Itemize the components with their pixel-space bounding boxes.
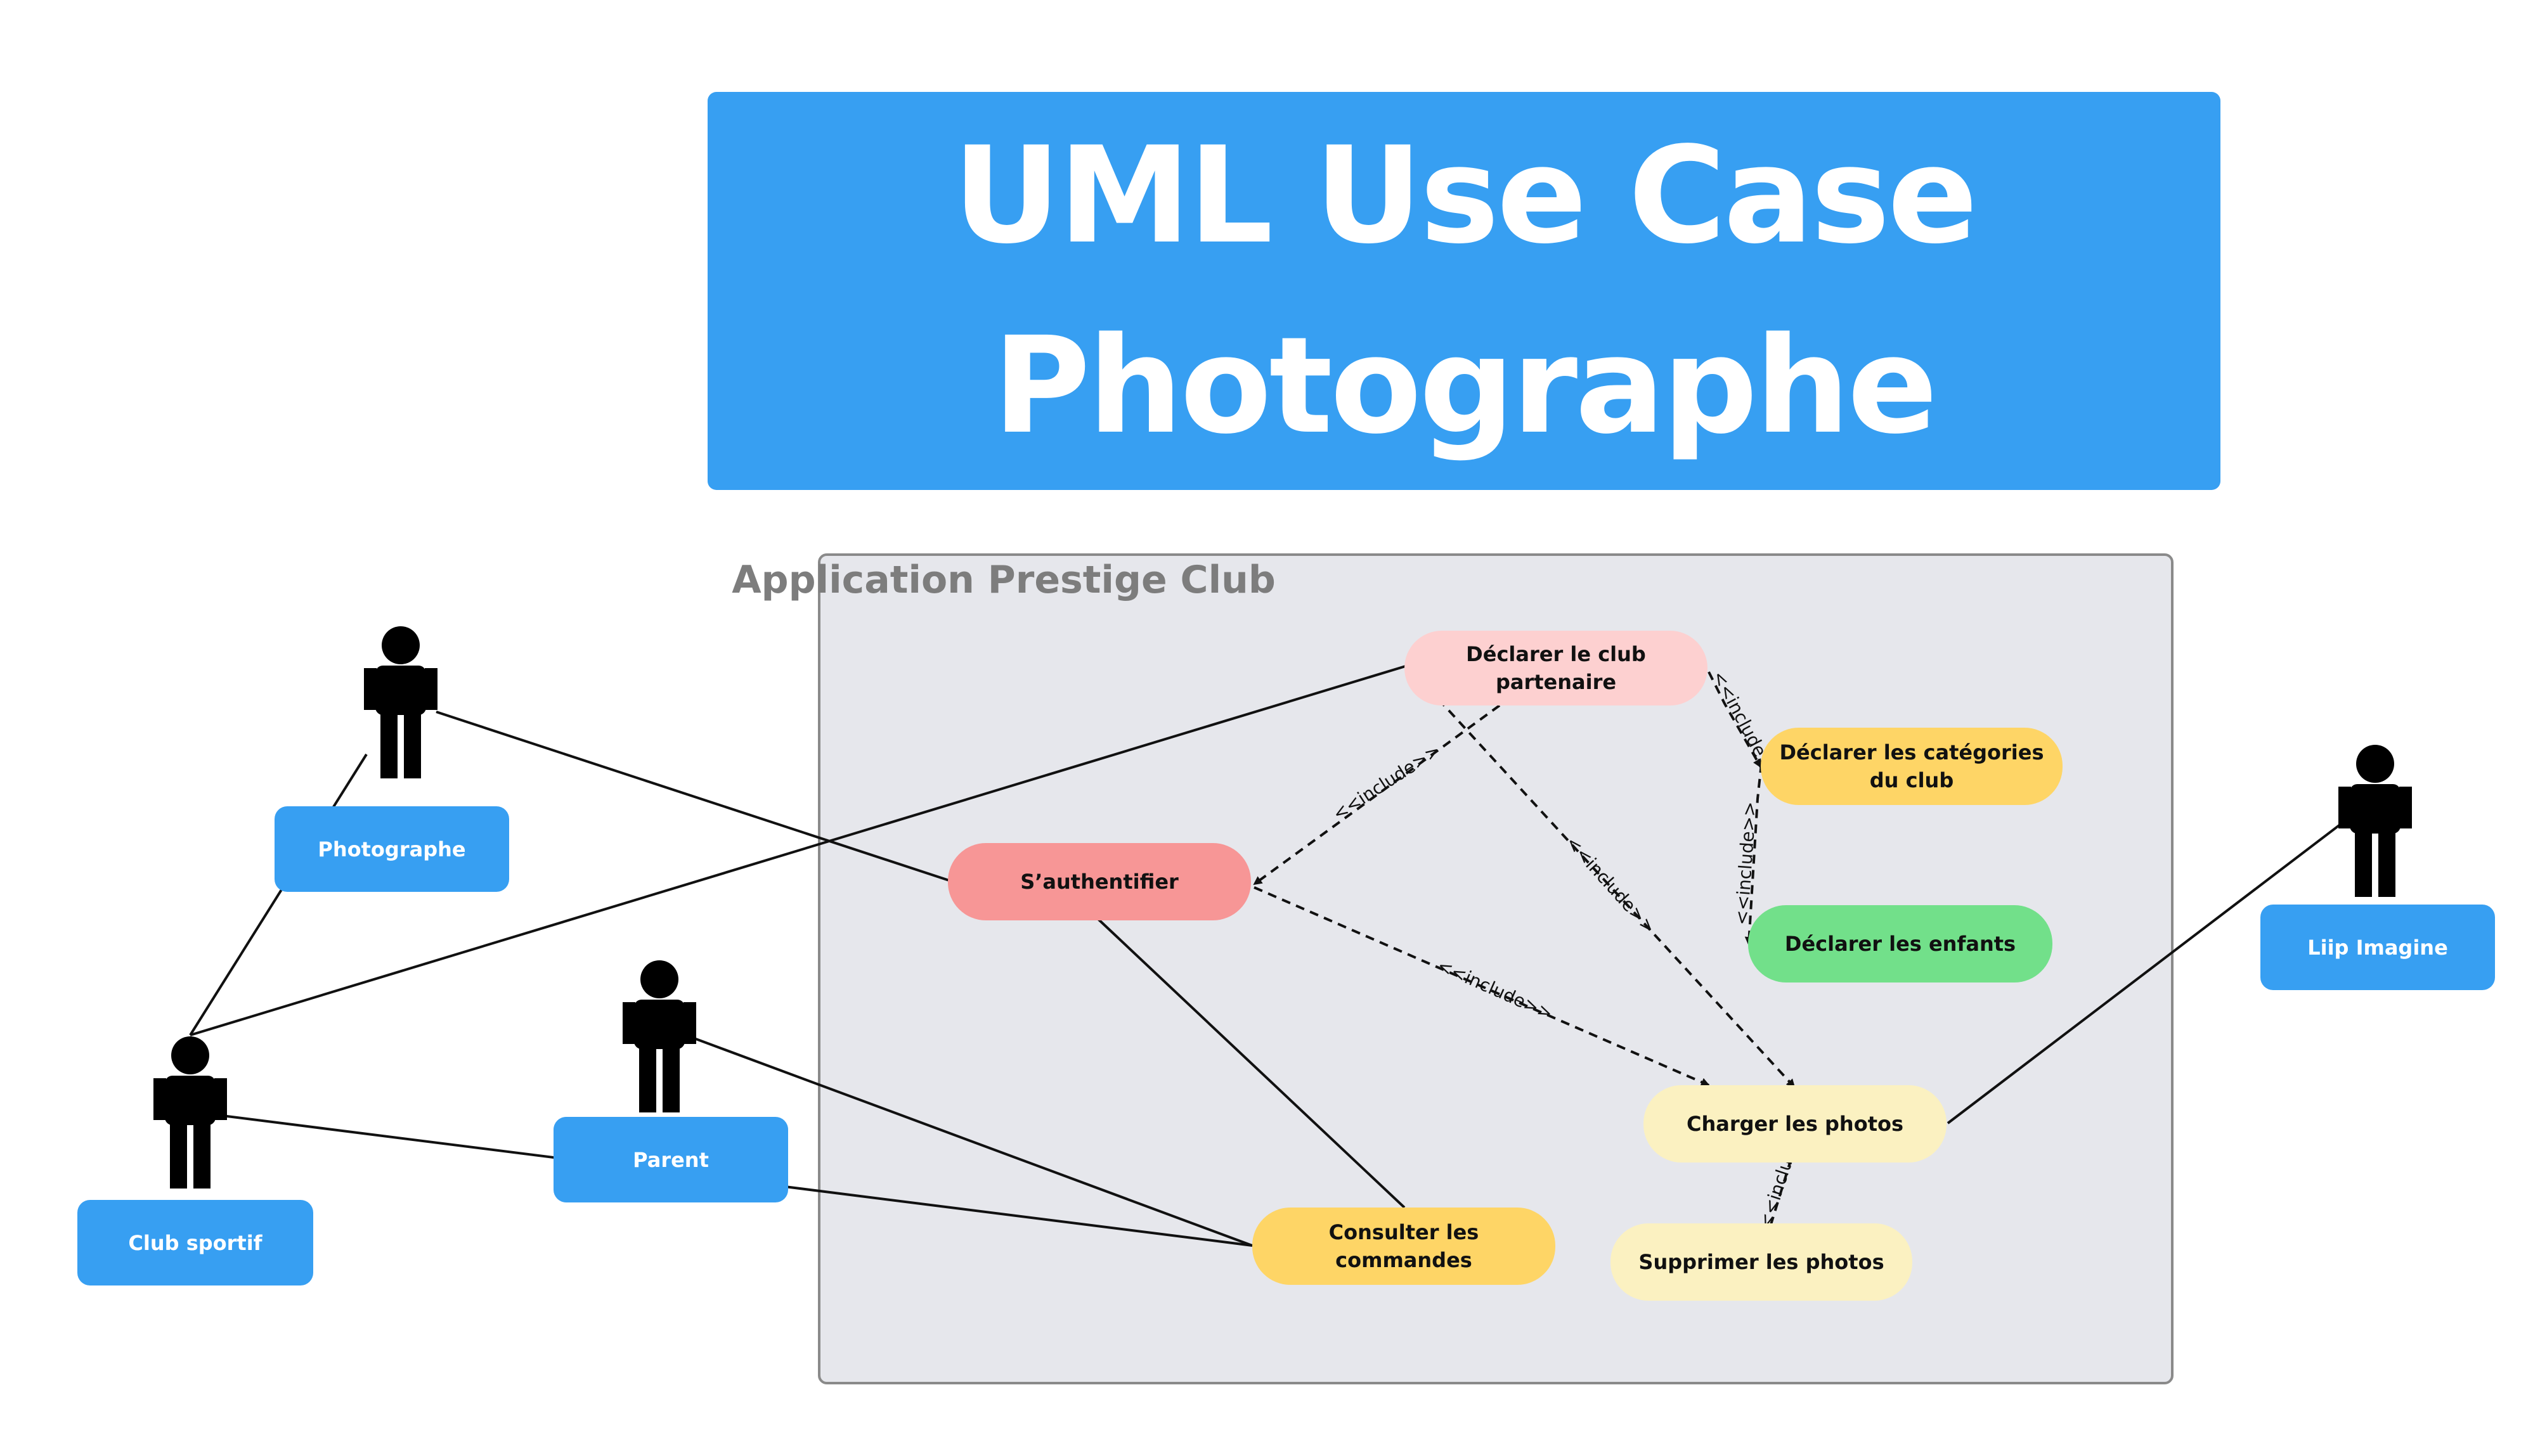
usecase-charger-photos[interactable]: Charger les photos bbox=[1643, 1085, 1947, 1163]
assoc-clubsportif-declarer bbox=[190, 664, 1408, 1036]
usecase-declarer-club[interactable]: Déclarer le club partenaire bbox=[1404, 631, 1707, 705]
include-categories-enfants bbox=[1744, 763, 1763, 946]
include-authentifier-charger bbox=[1254, 886, 1710, 1086]
assoc-authentifier-consulter bbox=[1097, 918, 1406, 1209]
title-line-2: Photographe bbox=[992, 308, 1938, 463]
usecase-consulter-commandes[interactable]: Consulter les commandes bbox=[1252, 1208, 1555, 1285]
usecase-declarer-categories[interactable]: Déclarer les catégories du club bbox=[1761, 728, 2063, 805]
actor-club-sportif-text: Club sportif bbox=[128, 1230, 262, 1255]
actor-club-sportif-label[interactable]: Club sportif bbox=[77, 1200, 313, 1285]
include-label-3: <<include>> bbox=[1434, 955, 1556, 1024]
usecase-authentifier[interactable]: S’authentifier bbox=[948, 843, 1251, 920]
assoc-photographe-clubsportif bbox=[189, 753, 368, 1036]
title-line-1: UML Use Case bbox=[952, 118, 1978, 273]
assoc-liip-charger bbox=[1947, 816, 2350, 1124]
usecase-declarer-categories-label: Déclarer les catégories du club bbox=[1779, 740, 2044, 792]
actor-photographe-text: Photographe bbox=[318, 837, 466, 861]
include-label-2: <<include>> bbox=[1562, 832, 1660, 938]
usecase-declarer-enfants[interactable]: Déclarer les enfants bbox=[1748, 905, 2052, 982]
usecase-declarer-club-label: Déclarer le club partenaire bbox=[1466, 642, 1646, 694]
actor-photographe-label[interactable]: Photographe bbox=[275, 806, 509, 892]
actor-liip-imagine-label[interactable]: Liip Imagine bbox=[2260, 905, 2495, 990]
actor-club-sportif-figure bbox=[153, 1036, 227, 1189]
assoc-photographe-authentifier bbox=[436, 711, 952, 882]
include-label-1: <<include>> bbox=[1329, 740, 1444, 825]
usecase-consulter-commandes-label: Consulter les commandes bbox=[1328, 1220, 1479, 1272]
usecase-charger-photos-label: Charger les photos bbox=[1686, 1112, 1904, 1136]
actor-parent-text: Parent bbox=[633, 1147, 709, 1172]
assoc-parent-consulter bbox=[692, 1036, 1253, 1247]
usecase-authentifier-label: S’authentifier bbox=[1020, 870, 1179, 894]
title-banner: UML Use Case Photographe bbox=[708, 92, 2220, 490]
system-title-wrap: Application Prestige Club bbox=[0, 558, 2540, 602]
include-label-5: <<include>> bbox=[1731, 801, 1761, 925]
usecase-declarer-enfants-label: Déclarer les enfants bbox=[1784, 932, 2016, 956]
actor-liip-imagine-figure bbox=[2338, 745, 2412, 897]
include-declarer-categories bbox=[1707, 671, 1762, 768]
actor-parent-label[interactable]: Parent bbox=[554, 1117, 788, 1202]
include-declarer-charger bbox=[1406, 664, 1796, 1088]
actor-liip-imagine-text: Liip Imagine bbox=[2307, 935, 2448, 960]
include-declarer-authentifier bbox=[1253, 704, 1501, 886]
usecase-supprimer-photos-label: Supprimer les photos bbox=[1638, 1250, 1884, 1274]
actor-parent-figure bbox=[623, 960, 696, 1112]
usecase-supprimer-photos[interactable]: Supprimer les photos bbox=[1610, 1223, 1912, 1301]
actor-photographe-figure bbox=[364, 626, 437, 778]
system-title: Application Prestige Club bbox=[732, 558, 1276, 602]
